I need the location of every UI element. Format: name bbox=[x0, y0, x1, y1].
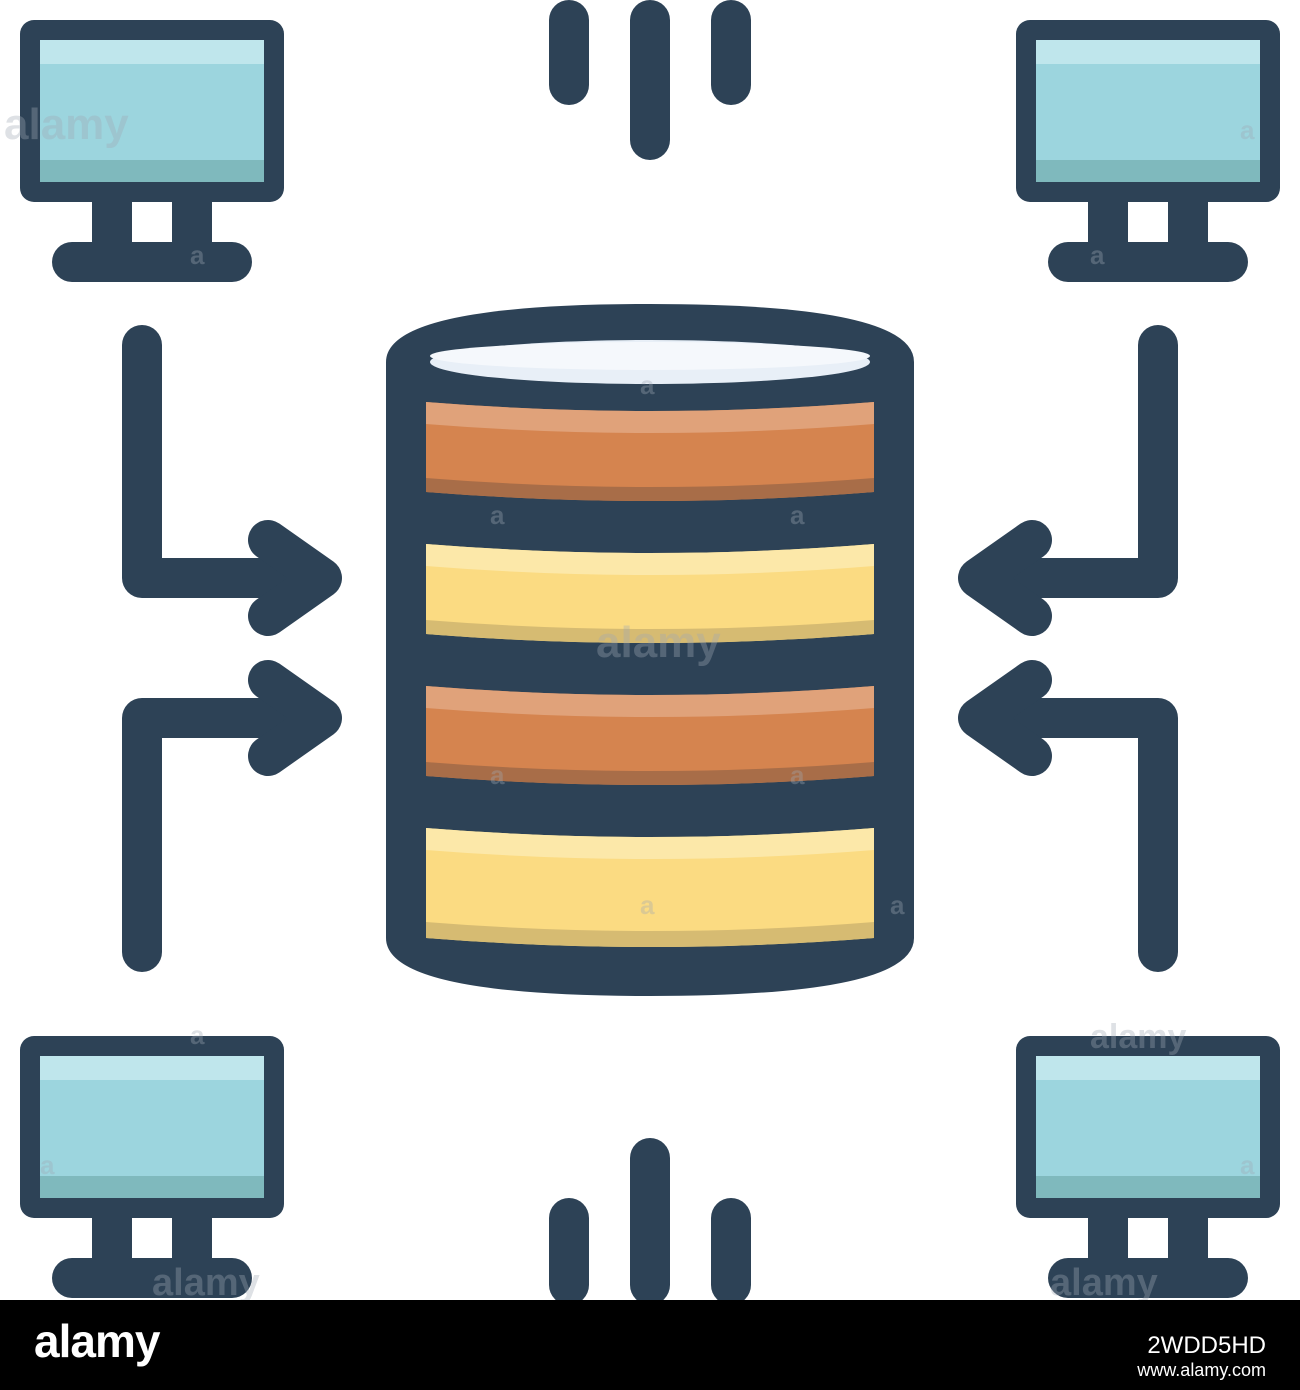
stock-footer: alamy 2WDD5HD www.alamy.com bbox=[0, 1300, 1300, 1390]
watermark-mark: a bbox=[790, 760, 805, 790]
watermark-mark: a bbox=[490, 500, 505, 530]
signal-lines-icon bbox=[549, 0, 751, 160]
database-layer bbox=[426, 686, 874, 785]
watermark-mark: a bbox=[40, 1150, 55, 1180]
database-layer bbox=[426, 828, 874, 947]
watermark-text: alamy bbox=[1090, 1018, 1187, 1056]
connector-line bbox=[122, 325, 340, 598]
footer-image-id: 2WDD5HD bbox=[1147, 1332, 1266, 1359]
database-layer bbox=[426, 544, 874, 643]
monitor-icon bbox=[1016, 20, 1280, 282]
watermark-mark: a bbox=[1240, 115, 1255, 145]
watermark-mark: a bbox=[890, 890, 905, 920]
arrow-right-icon bbox=[248, 520, 342, 636]
connector-line bbox=[960, 325, 1178, 598]
watermark-text: alamy bbox=[1050, 1262, 1158, 1304]
database-layer bbox=[426, 402, 874, 501]
arrow-right-icon bbox=[248, 660, 342, 776]
watermark-mark: a bbox=[640, 370, 655, 400]
watermark-mark: a bbox=[1240, 1150, 1255, 1180]
connector-line bbox=[960, 698, 1178, 972]
footer-brand-logo: alamy bbox=[34, 1315, 160, 1367]
watermark-mark: a bbox=[490, 760, 505, 790]
watermark-mark: a bbox=[640, 890, 655, 920]
watermark-mark: a bbox=[190, 1020, 205, 1050]
arrow-left-icon bbox=[958, 520, 1052, 636]
watermark-text: alamy bbox=[596, 618, 721, 667]
signal-lines-icon bbox=[549, 1138, 751, 1300]
monitor-icon bbox=[20, 20, 284, 282]
watermark-mark: a bbox=[790, 500, 805, 530]
footer-url: www.alamy.com bbox=[1137, 1360, 1266, 1380]
watermark-mark: a bbox=[190, 240, 205, 270]
data-network-illustration bbox=[20, 0, 1280, 1300]
database-icon bbox=[386, 304, 914, 996]
monitor-icon bbox=[1016, 1036, 1280, 1298]
monitor-icon bbox=[20, 1036, 284, 1298]
arrow-left-icon bbox=[958, 660, 1052, 776]
watermark-mark: a bbox=[1090, 240, 1105, 270]
watermark-text: alamy bbox=[152, 1262, 260, 1304]
watermark-text: alamy bbox=[4, 100, 129, 149]
connector-line bbox=[122, 698, 340, 972]
